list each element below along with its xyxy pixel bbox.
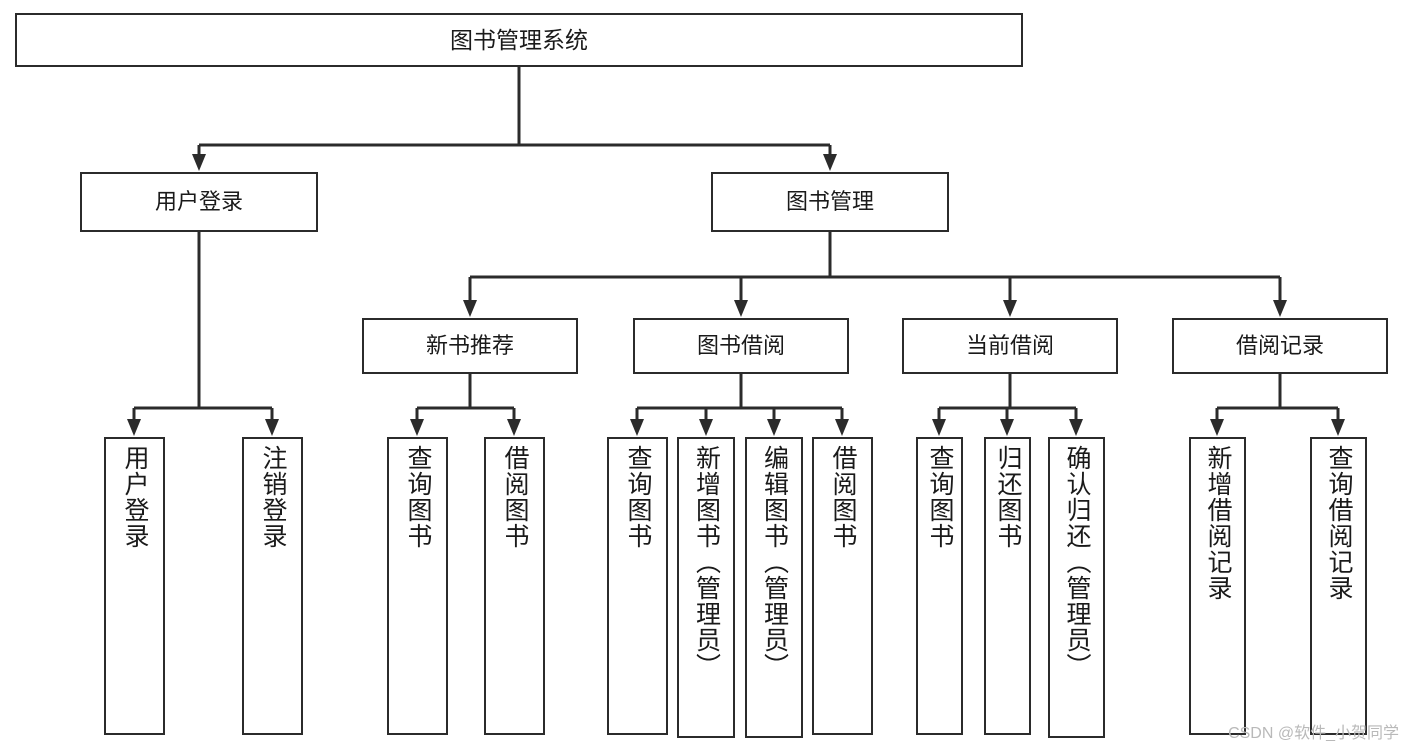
node-book-borrow[interactable]: 图书借阅 (633, 318, 849, 374)
node-label: 查询图书 (404, 445, 432, 549)
node-title[interactable]: 图书管理系统 (15, 13, 1023, 67)
node-label: 当前借阅 (965, 333, 1054, 359)
node-add-book-admin[interactable]: 新增图书（管理员） (677, 437, 735, 738)
node-user-login-action[interactable]: 用户登录 (104, 437, 165, 735)
node-edit-book-admin[interactable]: 编辑图书（管理员） (745, 437, 803, 738)
node-book-manage[interactable]: 图书管理 (711, 172, 949, 232)
node-user-login[interactable]: 用户登录 (80, 172, 318, 232)
node-label: 查询借阅记录 (1325, 445, 1353, 601)
node-return-book[interactable]: 归还图书 (984, 437, 1031, 735)
node-label: 新增图书（管理员） (692, 445, 721, 679)
node-label: 查询图书 (624, 445, 652, 549)
node-current-borrow[interactable]: 当前借阅 (902, 318, 1118, 374)
node-label: 新增借阅记录 (1204, 445, 1232, 601)
node-new-book-recommend[interactable]: 新书推荐 (362, 318, 578, 374)
node-label: 归还图书 (994, 445, 1022, 549)
node-label: 新书推荐 (425, 333, 514, 359)
node-confirm-return-admin[interactable]: 确认归还（管理员） (1048, 437, 1105, 738)
node-logout-action[interactable]: 注销登录 (242, 437, 303, 735)
node-label: 图书管理系统 (450, 26, 588, 53)
node-label: 借阅图书 (829, 445, 857, 549)
node-borrow-record[interactable]: 借阅记录 (1172, 318, 1388, 374)
node-add-borrow-record[interactable]: 新增借阅记录 (1189, 437, 1246, 735)
node-query-book-recommend[interactable]: 查询图书 (387, 437, 448, 735)
node-borrow-book-recommend[interactable]: 借阅图书 (484, 437, 545, 735)
node-label: 用户登录 (121, 445, 149, 549)
node-label: 图书管理 (785, 189, 874, 215)
node-label: 用户登录 (154, 189, 243, 215)
node-label: 图书借阅 (696, 333, 785, 359)
node-label: 借阅记录 (1235, 333, 1324, 359)
node-label: 借阅图书 (501, 445, 529, 549)
node-query-borrow-record[interactable]: 查询借阅记录 (1310, 437, 1367, 735)
node-borrow-book-action[interactable]: 借阅图书 (812, 437, 873, 735)
node-label: 注销登录 (259, 445, 287, 549)
node-query-book-borrow[interactable]: 查询图书 (607, 437, 668, 735)
node-label: 查询图书 (926, 445, 954, 549)
node-label: 确认归还（管理员） (1063, 445, 1091, 679)
node-query-book-current[interactable]: 查询图书 (916, 437, 963, 735)
node-label: 编辑图书（管理员） (760, 445, 789, 679)
